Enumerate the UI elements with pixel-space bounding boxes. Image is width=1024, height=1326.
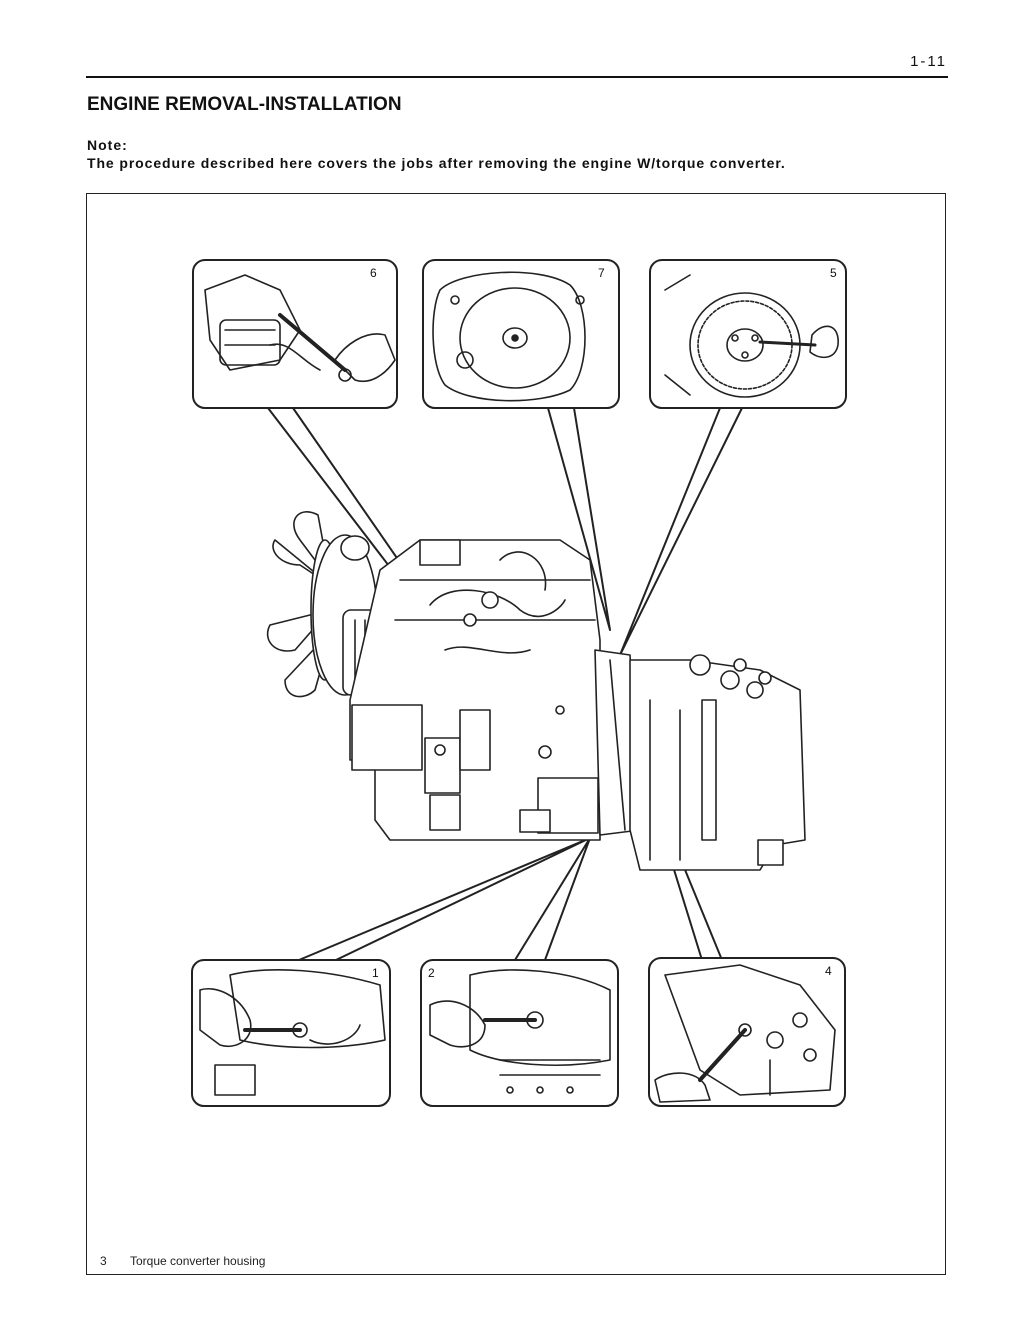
inset-7 — [422, 259, 620, 409]
figure-caption: 3 Torque converter housing — [100, 1254, 265, 1268]
inset-number-2: 2 — [428, 966, 435, 980]
page-number: 1-11 — [910, 53, 947, 70]
inset-2 — [420, 959, 619, 1107]
engine-main-drawing — [266, 511, 806, 871]
section-title: ENGINE REMOVAL-INSTALLATION — [87, 94, 402, 115]
inset-6 — [192, 259, 398, 409]
hand-icon — [334, 333, 396, 382]
inset-4 — [648, 957, 846, 1107]
inset-number-1: 1 — [372, 966, 379, 980]
hand-icon — [429, 1000, 486, 1048]
top-rule — [86, 76, 948, 78]
caption-number: 3 — [100, 1254, 107, 1268]
figure-frame — [86, 193, 946, 1275]
hand-icon — [654, 1072, 711, 1103]
inset-number-5: 5 — [830, 266, 837, 280]
note-text: The procedure described here covers the … — [87, 155, 786, 171]
inset-1 — [191, 959, 391, 1107]
note-label: Note: — [87, 137, 128, 153]
hand-icon — [809, 325, 839, 359]
inset-number-4: 4 — [825, 964, 832, 978]
caption-text: Torque converter housing — [130, 1254, 266, 1268]
inset-number-7: 7 — [598, 266, 605, 280]
inset-5 — [649, 259, 847, 409]
hand-icon — [199, 988, 252, 1047]
inset-number-6: 6 — [370, 266, 377, 280]
